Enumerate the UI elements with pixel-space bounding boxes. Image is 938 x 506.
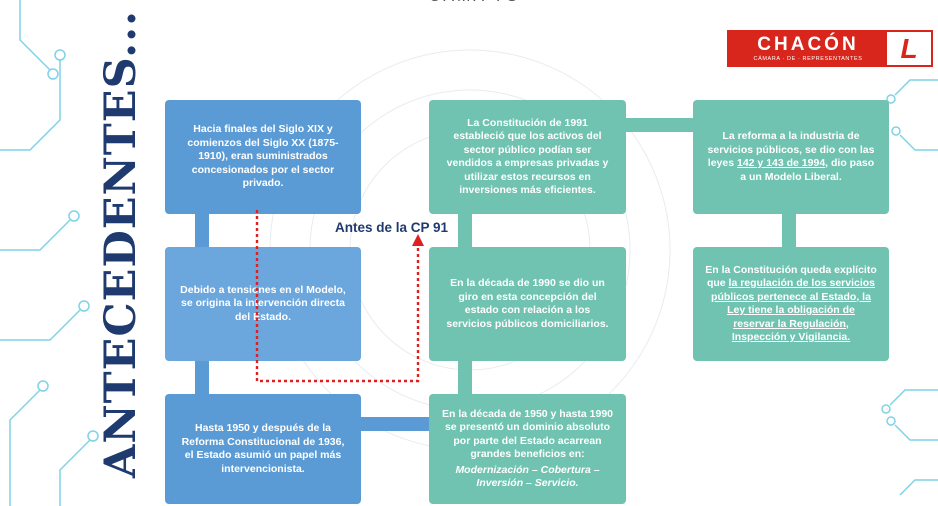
col2-box-3-text: En la década de 1950 y hasta 1990 se pre… bbox=[441, 407, 614, 461]
col3-box-1-text: La reforma a la industria de servicios p… bbox=[705, 130, 877, 184]
connector-col1-top bbox=[195, 214, 209, 247]
logo-text: CHACÓN CÁMARA · DE · REPRESENTANTES bbox=[729, 32, 887, 65]
logo-subtitle: CÁMARA · DE · REPRESENTANTES bbox=[753, 55, 863, 62]
connector-col2-col3 bbox=[626, 118, 694, 132]
logo-mark-icon: L bbox=[887, 32, 931, 65]
col1-box-3: Hasta 1950 y después de la Reforma Const… bbox=[165, 394, 361, 504]
col3-box-2-before: En la Constitución queda explícito que bbox=[705, 263, 877, 290]
top-title-fragment: CAMA TO bbox=[395, 0, 555, 8]
connector-col2-top bbox=[458, 214, 472, 247]
chacon-logo: CHACÓN CÁMARA · DE · REPRESENTANTES L bbox=[727, 30, 933, 67]
col2-box-3: En la década de 1950 y hasta 1990 se pre… bbox=[429, 394, 626, 504]
col3-box-2-underlined: la regulación de los servicios públicos … bbox=[711, 277, 876, 343]
col3-box-1: La reforma a la industria de servicios p… bbox=[693, 100, 889, 214]
col2-box-1: La Constitución de 1991 estableció que l… bbox=[429, 100, 626, 214]
connector-col1-col2 bbox=[361, 417, 429, 431]
col3-box-2-text: En la Constitución queda explícito que l… bbox=[705, 264, 877, 345]
col3-box-2: En la Constitución queda explícito que l… bbox=[693, 247, 889, 361]
col3-box-1-after: , dio paso a un Modelo Liberal. bbox=[740, 157, 875, 183]
connector-col2-bottom bbox=[458, 361, 472, 394]
connector-col3 bbox=[782, 214, 796, 247]
law-reference: 142 y 143 de 1994 bbox=[737, 157, 826, 169]
connector-col1-bottom bbox=[195, 361, 209, 394]
col2-box-3-emphasis: Modernización – Cobertura – Inversión – … bbox=[455, 463, 600, 490]
annotation-label: Antes de la CP 91 bbox=[335, 220, 449, 235]
col3-box-1-before: La reforma a la industria de servicios p… bbox=[707, 130, 875, 169]
col1-box-1: Hacia finales del Siglo XIX y comienzos … bbox=[165, 100, 361, 214]
col2-box-2: En la década de 1990 se dio un giro en e… bbox=[429, 247, 626, 361]
logo-name: CHACÓN bbox=[757, 33, 859, 55]
col1-box-2: Debido a tensiones en el Modelo, se orig… bbox=[165, 247, 361, 361]
